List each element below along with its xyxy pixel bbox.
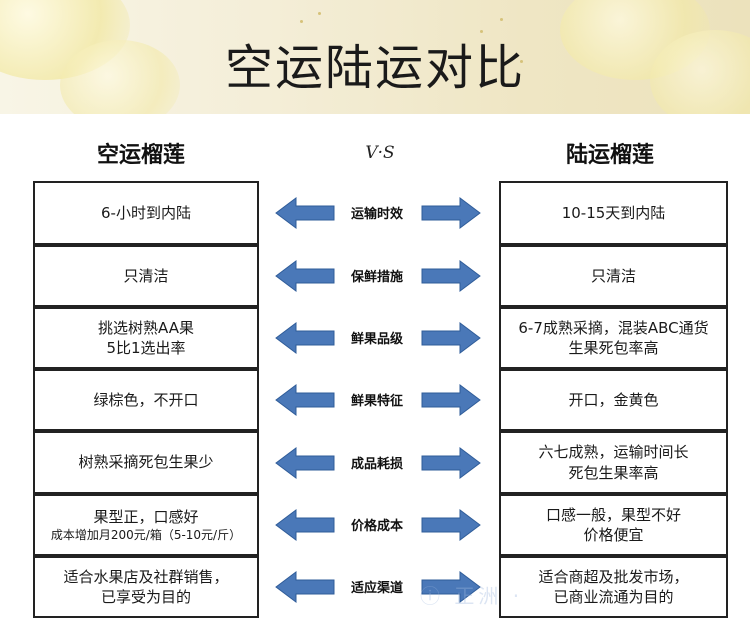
arrow-right-icon [421, 260, 481, 292]
cell-text: 6-小时到内陆 [101, 203, 191, 222]
right-column-heading: 陆运榴莲 [566, 143, 655, 168]
flower-decoration [60, 40, 180, 114]
arrow-right-icon [421, 446, 481, 479]
cell-text: 10-15天到内陆 [561, 203, 666, 222]
arrow-left-icon [275, 509, 335, 541]
land-freight-cell: 六七成熟，运输时间长死包生果率高 [499, 431, 728, 494]
left-column-heading: 空运榴莲 [97, 143, 186, 168]
land-freight-cell: 6-7成熟采摘，混装ABC通货生果死包率高 [499, 307, 728, 369]
cell-text: 果型正，口感好 [93, 507, 199, 526]
cell-text: 树熟采摘死包生果少 [78, 453, 214, 472]
comparison-label: 价格成本 [350, 519, 403, 534]
cell-text: 生果死包率高 [568, 339, 659, 357]
cell-text: 只清洁 [123, 266, 169, 285]
cell-text: 死包生果率高 [568, 463, 659, 482]
comparison-label: 运输时效 [350, 207, 403, 222]
comparison-label: 鲜果特征 [350, 394, 403, 409]
air-freight-cell: 树熟采摘死包生果少 [33, 431, 259, 494]
cell-text: 价格便宜 [583, 526, 644, 544]
cell-text: 5比1选出率 [106, 339, 186, 357]
versus-label: V·S [365, 143, 395, 163]
arrow-right-icon [421, 571, 481, 603]
land-freight-cell: 口感一般，果型不好价格便宜 [499, 494, 728, 556]
comparison-label: 保鲜措施 [350, 270, 403, 285]
pollen-dot [300, 20, 303, 23]
land-freight-cell: 开口，金黄色 [499, 369, 728, 431]
air-freight-cell: 6-小时到内陆 [33, 181, 259, 245]
pollen-dot [480, 30, 483, 33]
land-freight-cell: 适合商超及批发市场， 已商业流通为目的 [499, 556, 728, 618]
land-freight-cell: 只清洁 [499, 245, 728, 307]
air-freight-cell: 绿棕色，不开口 [33, 369, 259, 431]
arrow-right-icon [421, 384, 481, 416]
air-freight-cell: 果型正，口感好成本增加月200元/箱（5-10元/斤） [33, 494, 259, 556]
arrow-left-icon [275, 322, 335, 354]
cell-text: 口感一般，果型不好 [545, 505, 681, 524]
cell-text: 6-7成熟采摘，混装ABC通货 [518, 318, 709, 337]
arrow-left-icon [275, 571, 335, 603]
air-freight-cell: 适合水果店及社群销售， 已享受为目的 [33, 556, 259, 618]
arrow-left-icon [275, 384, 335, 416]
cell-text: 挑选树熟AA果 [98, 318, 194, 337]
air-freight-cell: 只清洁 [33, 245, 259, 307]
arrow-right-icon [421, 509, 481, 541]
air-freight-cell: 挑选树熟AA果 5比1选出率 [33, 307, 259, 369]
pollen-dot [318, 12, 321, 15]
cell-text: 适合水果店及社群销售， [63, 567, 229, 586]
arrow-right-icon [421, 322, 481, 354]
pollen-dot [500, 18, 503, 21]
cell-text: 开口，金黄色 [568, 390, 659, 409]
comparison-label: 适应渠道 [350, 581, 403, 596]
cell-text: 六七成熟，运输时间长 [538, 443, 689, 462]
watermark: ⓘ 正洲 · [420, 584, 524, 608]
cell-text: 已商业流通为目的 [553, 588, 674, 606]
cell-text: 适合商超及批发市场， [538, 567, 689, 586]
comparison-label: 鲜果品级 [350, 332, 403, 347]
cell-text: 绿棕色，不开口 [93, 390, 199, 409]
cell-text: 只清洁 [590, 266, 636, 285]
cell-text: 成本增加月200元/箱（5-10元/斤） [50, 528, 242, 543]
land-freight-cell: 10-15天到内陆 [499, 181, 728, 245]
header-banner: 空运陆运对比 [0, 0, 750, 114]
arrow-left-icon [275, 260, 335, 292]
cell-text: 已享受为目的 [100, 588, 191, 606]
comparison-label: 成品耗损 [350, 456, 403, 472]
page-title: 空运陆运对比 [224, 40, 525, 96]
pollen-dot [520, 60, 523, 63]
arrow-right-icon [421, 197, 481, 229]
arrow-left-icon [275, 446, 335, 479]
arrow-left-icon [275, 197, 335, 229]
